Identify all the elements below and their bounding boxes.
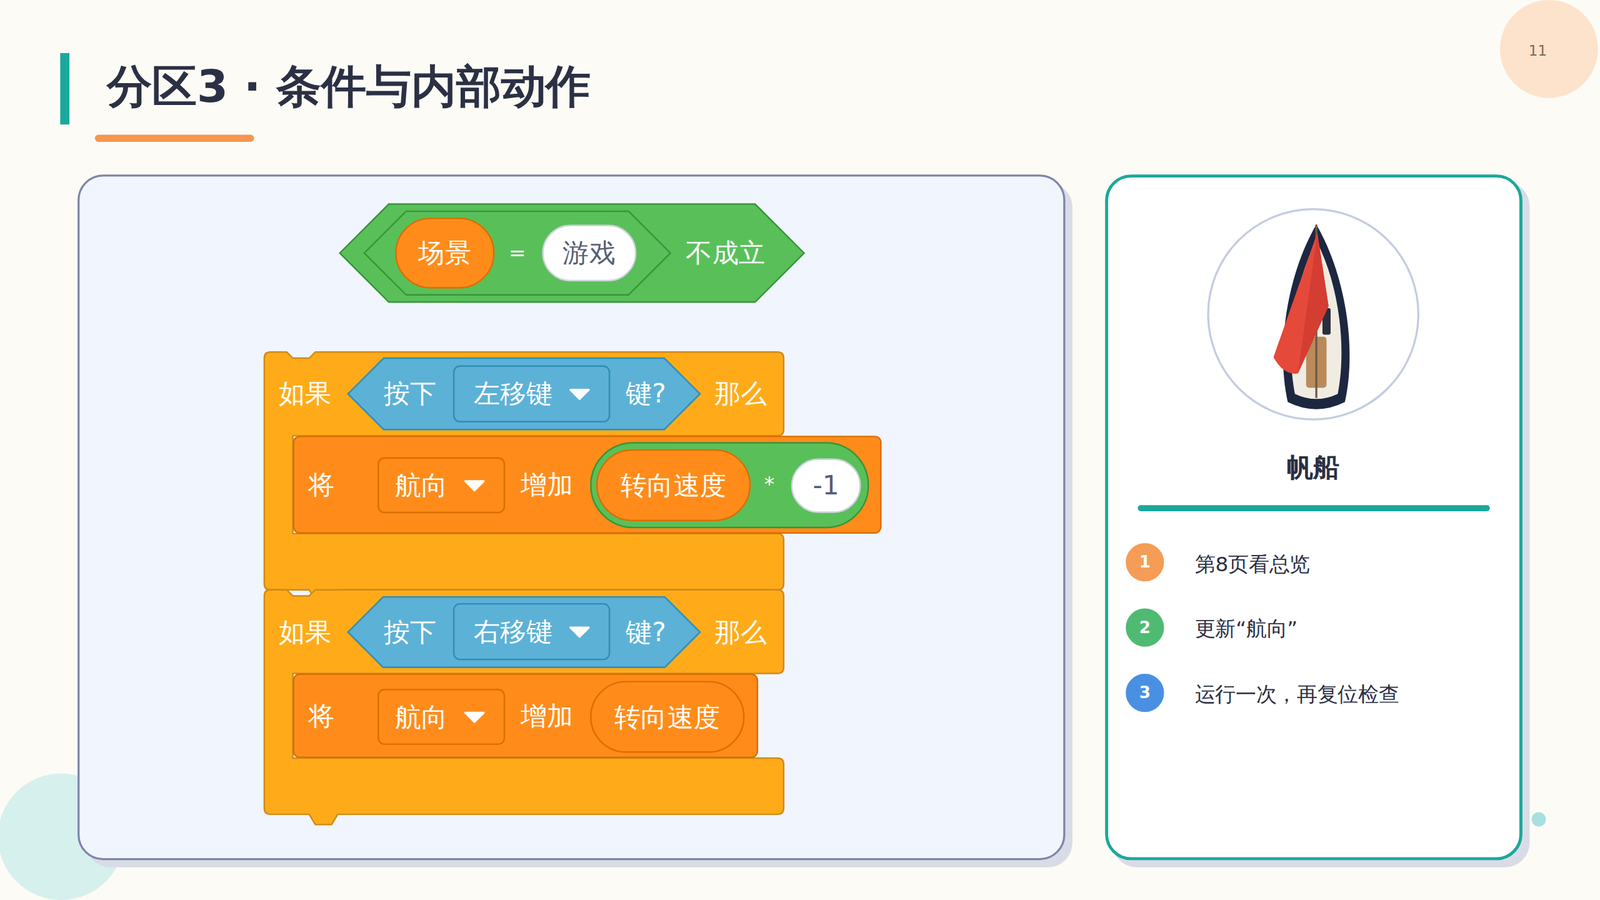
key-pressed-block: 按下 键? 右移键: [348, 596, 700, 668]
small-dot: [1531, 812, 1547, 827]
step-number-text: 3: [1139, 683, 1151, 702]
multiply-block: * 转向速度 -1: [590, 443, 869, 529]
value-input-text: 游戏: [562, 238, 616, 269]
value-input-text: -1: [812, 471, 839, 501]
variable-reporter-text: 转向速度: [620, 470, 727, 500]
if-block: 如果 那么 按下 键? 右移键将 增加 航向 转向速度: [264, 590, 784, 815]
step-text: 更新“航向”: [1195, 617, 1298, 640]
variable-dropdown-text: 航向: [395, 702, 449, 732]
boolean-not-block: 不成立 = 场景 游戏: [340, 204, 805, 303]
if-block-text: 如果: [278, 618, 332, 648]
change-variable-block-text: 将: [308, 470, 335, 500]
character-card-text: 帆船: [1286, 452, 1340, 482]
code-panel: [78, 175, 1065, 860]
equals-block-text: =: [508, 241, 526, 265]
if-block-text: 那么: [714, 379, 768, 409]
step-number-text: 1: [1139, 553, 1151, 572]
boolean-not-block-text: 不成立: [685, 238, 765, 269]
dropdown-arrow: [570, 390, 589, 400]
dropdown-arrow: [465, 481, 484, 491]
key-pressed-block: 按下 键? 左移键: [348, 358, 700, 430]
sailboat-illustration: [1105, 174, 1523, 860]
key-pressed-block-text: 按下: [383, 379, 437, 409]
multiply-block-text: *: [764, 472, 775, 495]
variable-dropdown-text: 航向: [395, 470, 449, 500]
if-block-text: 如果: [278, 379, 332, 409]
variable-reporter-text: 场景: [418, 238, 472, 269]
dropdown-arrow: [570, 627, 589, 637]
slide-title: 分区3 · 条件与内部动作: [106, 61, 591, 112]
value-input: 游戏: [543, 225, 637, 281]
variable-reporter: 转向速度: [590, 681, 744, 753]
step-number: 2: [1126, 609, 1164, 647]
step-text: 第8页看总览: [1195, 553, 1310, 576]
dropdown-arrow: [465, 712, 484, 722]
key-pressed-block-text: 键?: [625, 379, 667, 409]
step-number-text: 2: [1139, 618, 1151, 637]
key-dropdown: 右移键: [453, 603, 610, 660]
title-underline: [95, 135, 255, 142]
change-variable-block-text: 将: [308, 701, 335, 732]
variable-reporter: 场景: [395, 218, 494, 288]
key-pressed-block-text: 按下: [383, 617, 437, 647]
character-card: 帆船 1 2 3: [1105, 174, 1523, 860]
variable-dropdown: 航向: [377, 456, 505, 514]
if-block-text: 那么: [714, 618, 768, 648]
value-input: -1: [791, 459, 860, 513]
change-variable-block: 将 增加 航向 * 转向速度 -1: [293, 435, 882, 534]
key-dropdown-text: 左移键: [473, 379, 554, 409]
title-bar: [60, 53, 70, 125]
change-variable-block-text: 增加: [520, 701, 574, 732]
variable-reporter-text: 转向速度: [614, 702, 721, 732]
step-text: 运行一次，再复位检查: [1195, 682, 1400, 705]
equals-block: = 场景 游戏: [364, 211, 671, 295]
key-pressed-block-text: 键?: [625, 617, 667, 647]
key-dropdown-text: 右移键: [473, 616, 554, 647]
key-dropdown: 左移键: [453, 365, 610, 422]
variable-reporter: 转向速度: [596, 450, 750, 521]
if-block: 如果那么按下键?左移键将增加航向*转向速度-1: [264, 351, 784, 590]
page-badge: [1500, 0, 1599, 99]
step-number: 1: [1126, 543, 1164, 581]
change-variable-block-text: 增加: [520, 470, 574, 500]
page-number: 11: [1528, 43, 1547, 59]
variable-dropdown: 航向: [377, 688, 505, 745]
change-variable-block: 将 增加 航向 转向速度: [293, 673, 759, 759]
step-number: 3: [1126, 674, 1164, 712]
